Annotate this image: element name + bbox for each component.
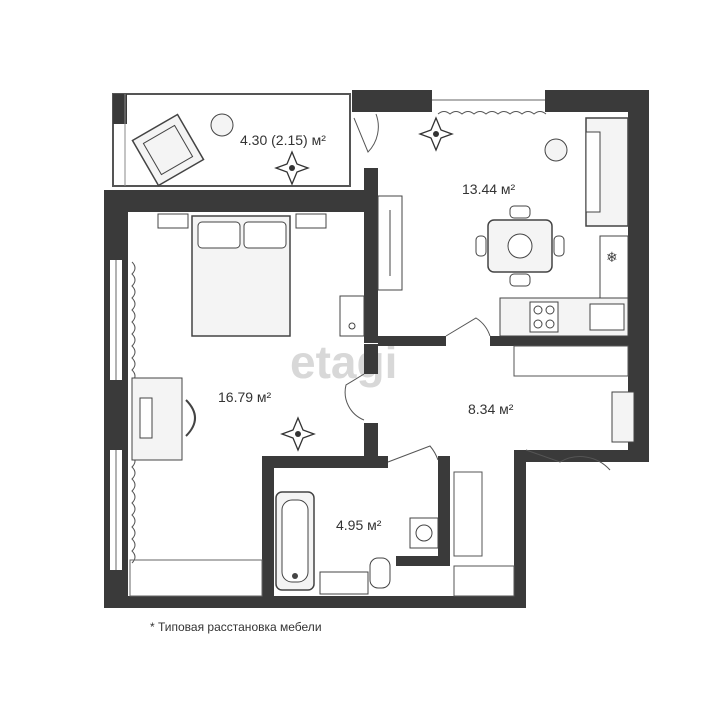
bedroom-door: [344, 373, 365, 421]
room-area-bathroom: 4.95 м²: [336, 517, 382, 533]
sink: [589, 303, 625, 331]
toilet: [369, 557, 391, 589]
kitchen: ❄: [353, 113, 629, 337]
hall: [387, 345, 635, 597]
sink: [319, 571, 369, 595]
side-table-icon: [210, 113, 234, 137]
pillow: [243, 221, 287, 249]
curtain: [437, 111, 547, 115]
loggia-armchair: [131, 113, 205, 187]
wardrobe: [339, 295, 365, 337]
chair: [185, 399, 196, 437]
svg-text:❄: ❄: [606, 250, 618, 266]
room-area-hall: 8.34 м²: [468, 401, 514, 417]
room-area-kitchen: 13.44 м²: [462, 181, 516, 197]
plant-icon: [418, 116, 454, 152]
entrance-door: [525, 449, 611, 471]
kitchen-door: [445, 317, 491, 337]
plant-icon: [274, 150, 310, 186]
plant-icon: [280, 416, 316, 452]
room-area-loggia: 4.30 (2.15) м²: [240, 132, 326, 148]
bathroom: [275, 491, 439, 595]
pillow: [197, 221, 241, 249]
bedroom: [129, 213, 365, 597]
room-area-bedroom: 16.79 м²: [218, 389, 272, 405]
walls: [104, 90, 649, 608]
curtain: [131, 454, 136, 564]
kitchen-door: [353, 113, 379, 153]
curtain: [131, 261, 136, 383]
wardrobe: [453, 471, 483, 557]
bench: [611, 391, 635, 443]
windows: [115, 99, 545, 570]
furniture-footnote: * Типовая расстановка мебели: [150, 620, 322, 634]
shoe-rack: [513, 345, 629, 377]
bathroom-door: [387, 445, 439, 463]
washing-machine: [409, 517, 439, 549]
loggia: [112, 93, 351, 187]
side-table-icon: [544, 138, 568, 162]
